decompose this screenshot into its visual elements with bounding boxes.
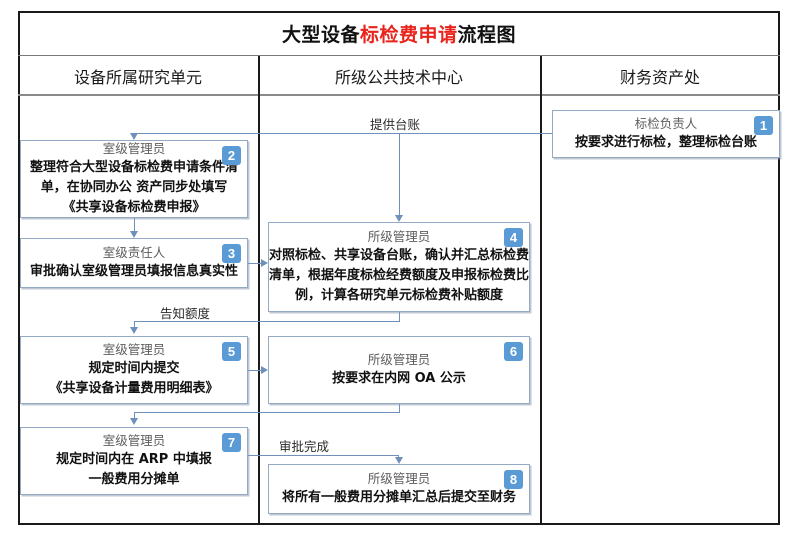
lane-header-tech-center: 所级公共技术中心 [334,68,463,87]
step-body-line: 规定时间内在 ARP 中填报 [56,451,212,467]
step-badge-2: 2 [222,146,241,165]
step-box-2[interactable]: 2 室级管理员 整理符合大型设备标检费申请条件清 单，在协同办公 资产同步处填写… [20,140,248,218]
step-badge-7: 7 [222,433,241,452]
step-body-line: 《共享设备计量费用明细表》 [49,381,219,397]
connector-6-to-7-vertical-a [399,404,401,413]
step-role-1: 标检负责人 [634,115,698,131]
step-body-5: 规定时间内提交 《共享设备计量费用明细表》 [49,359,218,399]
step-badge-4: 4 [504,228,523,247]
title-prefix: 大型设备 [281,23,360,46]
connector-6-to-7-vertical-b [134,412,136,419]
connector-6-to-7-horizontal [134,412,400,414]
lane-divider-2 [540,56,542,525]
lane-header-research-unit: 设备所属研究单元 [73,68,202,87]
step-box-3[interactable]: 3 室级责任人 审批确认室级管理员填报信息真实性 [20,238,248,288]
step-body-2: 整理符合大型设备标检费申请条件清 单，在协同办公 资产同步处填写 《共享设备标检… [30,158,238,218]
step-badge-8: 8 [504,470,523,489]
edge-label-provide-ledger: 提供台账 [370,117,421,132]
arrow-into-step-7 [129,418,138,425]
lane-header-row: 设备所属研究单元 所级公共技术中心 财务资产处 [18,56,780,96]
step-box-6[interactable]: 6 所级管理员 按要求在内网 OA 公示 [268,336,530,404]
chart-title-row: 大型设备标检费申请流程图 [18,11,780,56]
step-body-3: 审批确认室级管理员填报信息真实性 [30,262,238,282]
step-body-line: 单，在协同办公 资产同步处填写 [40,180,228,195]
step-badge-3: 3 [222,244,241,263]
step-body-1: 按要求进行标检，整理标检台账 [575,133,757,153]
step-body-line: 将所有一般费用分摊单汇总后提交至财务 [281,489,516,505]
step-role-7: 室级管理员 [102,432,166,448]
arrow-into-step-2 [129,133,138,140]
step-body-line: 对照标检、共享设备台账，确认并汇总标检费 [269,247,530,263]
step-body-8: 将所有一般费用分摊单汇总后提交至财务 [282,488,516,508]
step-role-8: 所级管理员 [367,470,431,486]
connector-4-to-5-horizontal [134,321,400,323]
step-badge-1: 1 [754,116,773,135]
arrow-into-step-4 [394,215,403,222]
step-role-5: 室级管理员 [102,341,166,357]
step-body-line: 《共享设备标检费申报》 [62,200,206,216]
edge-label-notify-quota: 告知额度 [160,306,211,321]
step-body-line: 清单，根据年度标检经费额度及申报标检费比 [269,267,530,283]
connector-1-to-4-vertical [399,133,401,215]
connector-1-to-2-horizontal [134,133,552,135]
step-badge-5: 5 [222,342,241,361]
step-body-line: 整理符合大型设备标检费申请条件清 [29,159,238,175]
connector-5-to-6-horizontal [248,370,261,372]
lane-divider-1 [258,56,260,525]
step-body-6: 按要求在内网 OA 公示 [332,369,466,389]
connector-4-to-5-vertical-b [134,321,136,328]
step-box-5[interactable]: 5 室级管理员 规定时间内提交 《共享设备计量费用明细表》 [20,336,248,404]
connector-3-to-4-horizontal [248,263,261,265]
step-role-6: 所级管理员 [367,351,431,367]
step-body-line: 按要求进行标检，整理标检台账 [574,135,757,150]
edge-label-approval-done: 审批完成 [279,439,330,454]
connector-7-to-8-vertical [398,455,400,458]
step-body-line: 规定时间内提交 [88,360,180,376]
step-role-3: 室级责任人 [102,244,166,260]
connector-2-to-3-vertical [134,218,136,231]
arrow-into-step-5 [129,327,138,334]
step-body-4: 对照标检、共享设备台账，确认并汇总标检费 清单，根据年度标检经费额度及申报标检费… [269,246,529,306]
title-highlight: 标检费申请 [359,23,458,46]
lane-header-finance: 财务资产处 [619,68,700,87]
connector-4-to-5-vertical-a [399,312,401,322]
step-body-line: 按要求在内网 OA 公示 [332,370,466,386]
arrow-into-step-8 [394,457,403,464]
step-body-line: 审批确认室级管理员填报信息真实性 [29,263,238,279]
arrow-into-step-4-from-3 [261,258,268,267]
step-body-line: 一般费用分摊单 [88,472,180,488]
step-body-7: 规定时间内在 ARP 中填报 一般费用分摊单 [56,450,212,490]
title-suffix: 流程图 [457,23,517,46]
step-body-line: 例，计算各研究单元标检费补贴额度 [295,288,504,304]
step-box-7[interactable]: 7 室级管理员 规定时间内在 ARP 中填报 一般费用分摊单 [20,427,248,495]
step-box-4[interactable]: 4 所级管理员 对照标检、共享设备台账，确认并汇总标检费 清单，根据年度标检经费… [268,222,530,312]
step-role-2: 室级管理员 [102,140,166,156]
step-badge-6: 6 [504,342,523,361]
step-box-1[interactable]: 1 标检负责人 按要求进行标检，整理标检台账 [552,110,780,158]
step-box-8[interactable]: 8 所级管理员 将所有一般费用分摊单汇总后提交至财务 [268,464,530,514]
page-title: 大型设备标检费申请流程图 [282,20,516,47]
step-role-4: 所级管理员 [367,228,431,244]
arrow-into-step-3 [129,231,138,238]
arrow-into-step-6 [261,365,268,374]
connector-7-to-8-horizontal [248,455,399,457]
